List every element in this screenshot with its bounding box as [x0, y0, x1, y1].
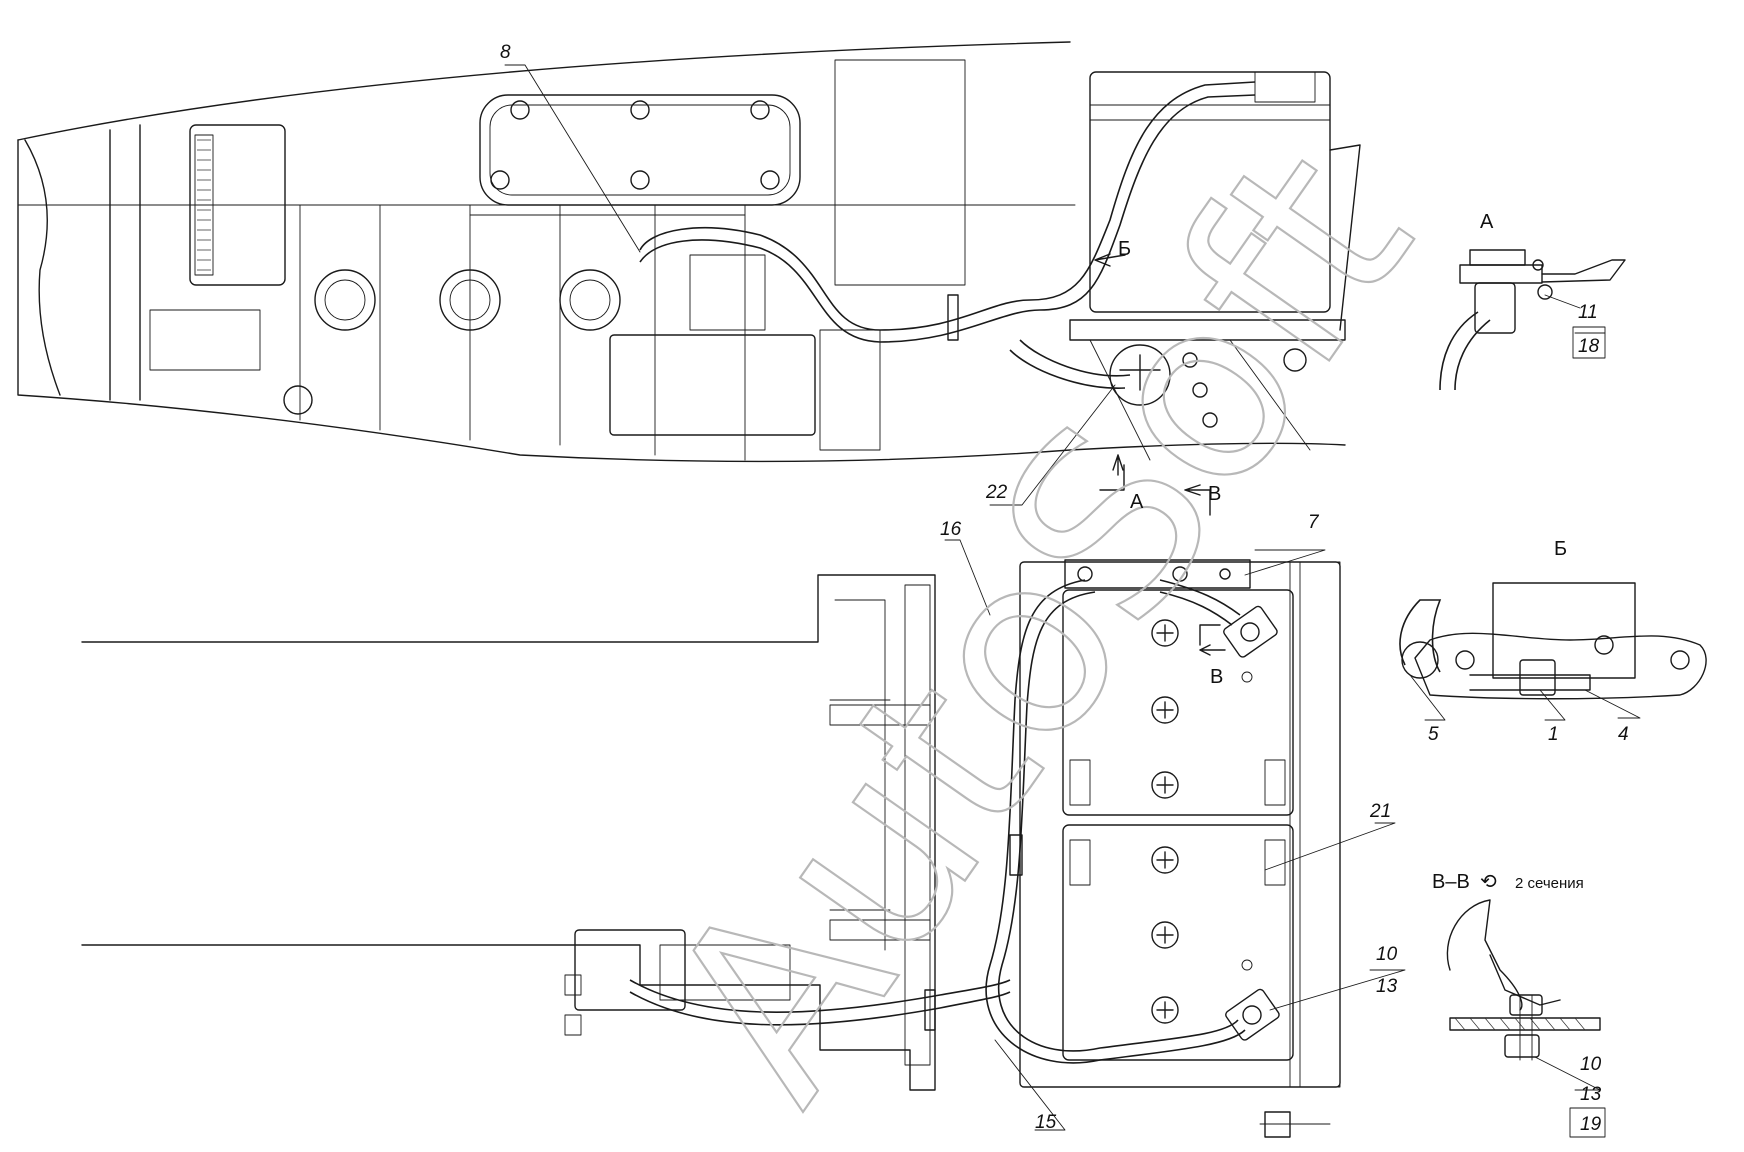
arrow-a-label: А: [1130, 491, 1144, 513]
arrow-v-top-label: В: [1208, 483, 1221, 505]
callout-21: 21: [1369, 801, 1391, 822]
section-v-label: В–В: [1432, 871, 1470, 893]
callout-22: 22: [985, 482, 1008, 503]
detail-b: [1399, 582, 1707, 700]
watermark: AutoSoft: [612, 101, 1466, 1147]
callout-19-section: 19: [1580, 1114, 1602, 1135]
battery-2: [1062, 824, 1294, 1061]
callout-10-plan: 10: [1376, 944, 1398, 965]
leader-lines: [504, 64, 1641, 1131]
section-v-note: 2 сечения: [1515, 875, 1584, 892]
arrow-b-label: Б: [1118, 238, 1131, 260]
battery-side: [1089, 71, 1331, 313]
view-b-label: Б: [1554, 538, 1567, 560]
top-cable: [639, 81, 1256, 331]
callout-16: 16: [940, 519, 962, 540]
callout-13-plan: 13: [1376, 976, 1398, 997]
callout-18: 18: [1578, 336, 1600, 357]
battery-1: [1062, 589, 1294, 816]
arrow-v-plan-label: В: [1210, 666, 1223, 688]
engine-body-outline: [81, 574, 936, 1091]
callout-13-section: 13: [1580, 1084, 1602, 1105]
callout-15: 15: [1035, 1112, 1057, 1133]
top-side-view: [17, 41, 1361, 463]
detail-a: [1439, 249, 1626, 391]
callout-4: 4: [1618, 724, 1629, 745]
callout-1: 1: [1548, 724, 1559, 745]
view-a-label: А: [1480, 211, 1494, 233]
callout-11: 11: [1578, 302, 1598, 323]
callout-labels: 8 22 16 7 21 10 13 15 11 18 5 1 4 10 13 …: [500, 42, 1629, 1138]
plan-cable: [985, 579, 1246, 1064]
hood-outline: [17, 139, 1346, 463]
bottom-plan-view: [81, 559, 1341, 1138]
callout-8: 8: [500, 42, 511, 63]
callout-10-section: 10: [1580, 1054, 1602, 1075]
section-v-rotate-icon: ⟲: [1480, 871, 1497, 893]
callout-5: 5: [1428, 724, 1439, 745]
section-v: [1446, 899, 1601, 1061]
hood-top-line: [17, 41, 1071, 141]
callout-7: 7: [1308, 512, 1320, 533]
view-labels: А Б В–В ⟲ 2 сечения Б А В В: [1118, 211, 1584, 893]
